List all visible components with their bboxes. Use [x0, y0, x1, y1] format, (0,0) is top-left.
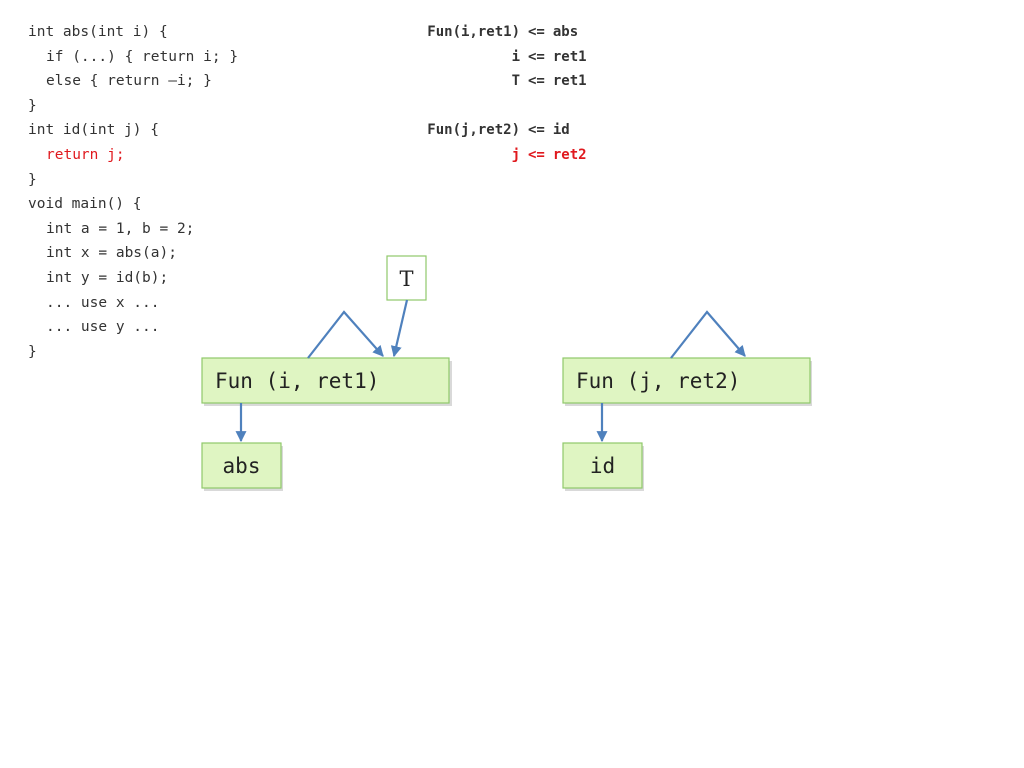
constraint-row: Fun(j,ret2) <= id [404, 118, 587, 143]
constraint-row: T <= ret1 [404, 69, 587, 94]
constraint-row: i <= ret1 [404, 45, 587, 70]
code-line: int id(int j) { [28, 122, 159, 139]
constraint-rhs: id [552, 122, 570, 139]
constraint-row-highlighted: j <= ret2 [404, 143, 587, 168]
code-line: int x = abs(a); [46, 245, 177, 262]
constraint-op: <= [528, 122, 545, 139]
code-line: } [28, 171, 37, 188]
fun-node-right-label: Fun (j, ret2) [576, 369, 740, 393]
code-line: void main() { [28, 196, 142, 213]
constraint-rhs: ret1 [552, 48, 587, 65]
right-caret-arrow [670, 310, 746, 359]
constraint-rhs: ret1 [552, 73, 587, 90]
code-line: if (...) { return i; } [46, 48, 239, 65]
code-line: int a = 1, b = 2; [46, 220, 195, 237]
fun-node-left: Fun (i, ret1) [201, 357, 452, 406]
name-node-left-label: abs [223, 454, 261, 478]
name-node-left: abs [201, 442, 283, 491]
code-line: ... use x ... [46, 294, 160, 311]
t-to-ret1-arrow [390, 299, 409, 358]
name-node-right: id [562, 442, 644, 491]
top-type-node: T [386, 255, 427, 301]
code-line: else { return –i; } [46, 73, 212, 90]
code-line: } [28, 97, 37, 114]
constraint-rhs: ret2 [552, 146, 587, 163]
code-line: int abs(int i) { [28, 24, 168, 40]
left-caret-arrow [307, 310, 384, 359]
fun-node-left-label: Fun (i, ret1) [215, 369, 379, 393]
constraint-lhs: Fun(j,ret2) [427, 122, 520, 139]
top-type-label: T [399, 267, 413, 291]
code-listing: int abs(int i) { if (...) { return i; } el… [28, 20, 238, 364]
code-line: ... use y ... [46, 319, 160, 336]
constraint-op: <= [528, 48, 545, 65]
constraint-list: Fun(i,ret1) <= abs i <= ret1 T <= ret1 Fun(j,r… [404, 20, 587, 168]
code-line: int y = id(b); [46, 269, 169, 286]
constraint-rhs: abs [552, 24, 579, 40]
constraint-lhs: Fun(i,ret1) [427, 24, 520, 40]
constraint-row: Fun(i,ret1) <= abs [404, 20, 587, 45]
name-node-right-label: id [590, 454, 615, 478]
constraint-op: <= [528, 73, 545, 90]
constraint-op: <= [528, 146, 545, 163]
code-line: } [28, 343, 37, 360]
code-line-highlighted: return j; [46, 146, 125, 163]
constraint-lhs: i [511, 48, 520, 65]
constraint-lhs: j [511, 146, 520, 163]
constraint-op: <= [528, 24, 545, 40]
fun-node-right: Fun (j, ret2) [562, 357, 812, 406]
constraint-lhs: T [511, 73, 520, 90]
